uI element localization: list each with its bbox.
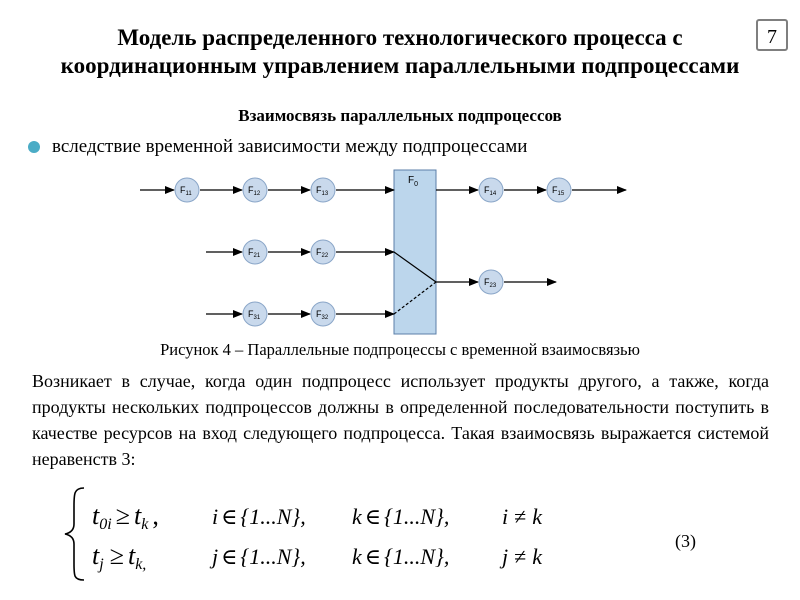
node-f22: F22 <box>310 239 336 265</box>
formula-row-1-cond-2: k∈{1...N}, <box>352 504 449 529</box>
node-f15: F15 <box>546 177 572 203</box>
node-f21: F21 <box>242 239 268 265</box>
node-f12: F12 <box>242 177 268 203</box>
block-f0 <box>393 169 437 335</box>
formula-row-2-cond-1: j∈{1...N}, <box>209 544 306 569</box>
node-f11: F11 <box>174 177 200 203</box>
node-f23: F23 <box>478 269 504 295</box>
body-paragraph: Возникает в случае, когда один подпроцес… <box>32 371 769 469</box>
title-line-1: Модель распределенного технологического … <box>117 25 683 50</box>
svg-text:F15: F15 <box>552 185 565 197</box>
svg-text:F11: F11 <box>180 185 192 197</box>
title-line-2: координационным управлением параллельным… <box>60 53 740 78</box>
svg-text:F0: F0 <box>408 175 418 188</box>
formula-row-2: tj≥tk, <box>92 541 146 573</box>
block-f0-label: F <box>408 175 414 186</box>
formula-row-2-cond-2: k∈{1...N}, <box>352 544 449 569</box>
inequality-system: t0i≥tk, i∈{1...N}, k∈{1...N}, i≠k tj≥tk,… <box>64 487 543 581</box>
node-f14: F14 <box>478 177 504 203</box>
svg-text:F31: F31 <box>248 309 261 321</box>
bullet-dot-icon <box>28 141 40 153</box>
formula-row-1-cond-1: i∈{1...N}, <box>212 504 306 529</box>
svg-text:F22: F22 <box>316 247 329 259</box>
equation-number: (3) <box>675 531 696 551</box>
slide-number: 7 <box>756 19 788 51</box>
svg-text:F13: F13 <box>316 185 329 197</box>
svg-text:F12: F12 <box>248 185 261 197</box>
svg-text:F23: F23 <box>484 277 497 289</box>
node-f31: F31 <box>242 301 268 327</box>
node-f32: F32 <box>310 301 336 327</box>
formula-row-2-cond-3: j≠k <box>499 544 543 569</box>
bullet-item: вследствие временной зависимости между п… <box>28 136 527 158</box>
system-brace <box>64 487 85 581</box>
figure-caption: Рисунок 4 – Параллельные подпроцессы с в… <box>160 340 640 359</box>
merge-line-dashed <box>393 281 437 315</box>
svg-text:F14: F14 <box>484 185 497 197</box>
node-f13: F13 <box>310 177 336 203</box>
svg-text:F32: F32 <box>316 309 329 321</box>
merge-line-solid <box>393 251 437 283</box>
svg-text:F21: F21 <box>248 247 261 259</box>
section-subheading: Взаимосвязь параллельных подпроцессов <box>238 106 562 125</box>
block-f0-sub: 0 <box>414 181 418 188</box>
bullet-text: вследствие временной зависимости между п… <box>52 136 528 157</box>
formula-row-1-cond-3: i≠k <box>502 504 543 529</box>
slide-title: Модель распределенного технологического … <box>0 24 800 80</box>
formula-row-1: t0i≥tk, <box>92 501 159 533</box>
